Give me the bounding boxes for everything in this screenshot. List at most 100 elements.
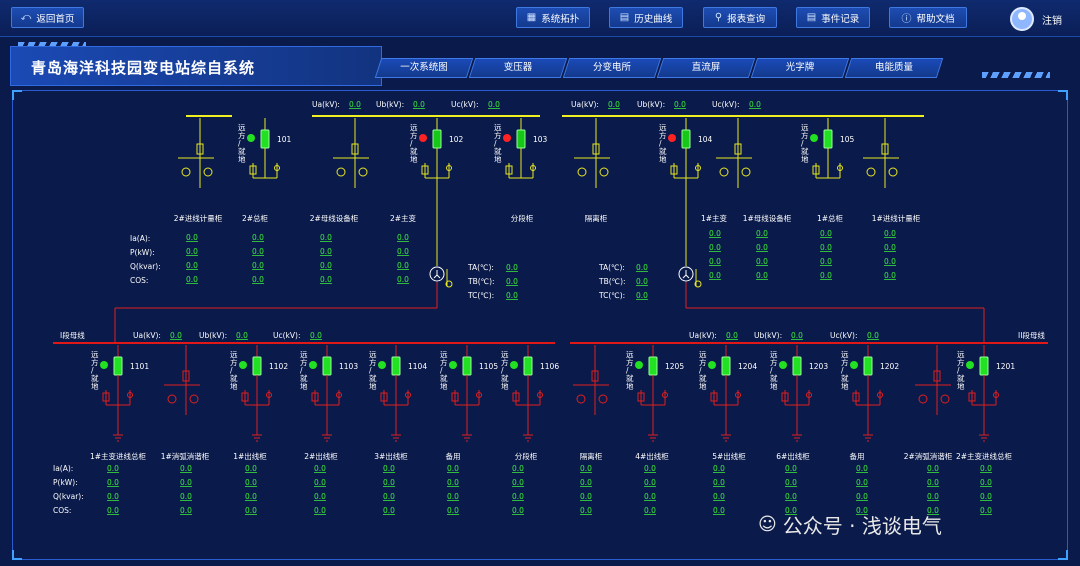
bay-103-remote-local-char: 远 bbox=[494, 123, 502, 132]
lower-bay-1104-remote-local-char: 地 bbox=[369, 381, 377, 391]
lower-bay-1101-remote-local-char: 方 bbox=[91, 357, 99, 367]
voltage-label: Ua(kV): bbox=[571, 100, 599, 109]
upper-meas-value: 0.0 bbox=[186, 247, 198, 256]
lower-meas-value: 0.0 bbox=[180, 464, 192, 473]
bay-101-status-dot bbox=[247, 134, 255, 142]
lower-cabinet-label: 5#出线柜 bbox=[712, 451, 746, 461]
lower-meas-label: Ia(A): bbox=[53, 464, 73, 473]
lower-meas-value: 0.0 bbox=[785, 464, 797, 473]
lower-bay-1104-remote-local-char: / bbox=[369, 366, 372, 375]
voltage-label: Uc(kV): bbox=[712, 100, 739, 109]
lower-meas-value: 0.0 bbox=[644, 492, 656, 501]
event-log-button[interactable]: ▤ 事件记录 bbox=[796, 7, 870, 28]
lower-bay-1102-remote-local-char: 方 bbox=[230, 357, 238, 367]
xfmr2-temp-label: TC(℃): bbox=[467, 291, 494, 300]
aux-1-arc-suppression-pt bbox=[167, 394, 177, 404]
voltage-value: 0.0 bbox=[488, 100, 500, 109]
aux-isolation-fuse bbox=[592, 143, 600, 155]
transformer-2-y3 bbox=[436, 274, 441, 279]
lower-bay-1102-breaker bbox=[252, 356, 262, 376]
upper-meas-value: 0.0 bbox=[320, 247, 332, 256]
bus-left-label: I段母线 bbox=[60, 330, 85, 340]
lower-meas-value: 0.0 bbox=[580, 478, 592, 487]
help-doc-button[interactable]: ⓘ 帮助文档 bbox=[889, 7, 967, 28]
lower-bay-1106-remote-local-char: 就 bbox=[501, 373, 509, 383]
lower-bay-1204-status-dot bbox=[708, 361, 716, 369]
lower-bay-1106-remote-local-char: / bbox=[501, 366, 504, 375]
system-topology-button[interactable]: ▦ 系统拓扑 bbox=[516, 7, 590, 28]
lower-bay-1102-earth bbox=[266, 392, 272, 398]
feeder-earth-1204 bbox=[721, 434, 731, 442]
aux-2-metering-pt bbox=[181, 167, 191, 177]
lower-meas-value: 0.0 bbox=[927, 478, 939, 487]
lower-bay-1205-remote-local-char: 地 bbox=[626, 381, 634, 391]
aux-2-bus-pt-pt bbox=[336, 167, 346, 177]
xfmr1-temp-value: 0.0 bbox=[636, 277, 648, 286]
lower-bay-1105-remote-local-char: 就 bbox=[440, 373, 448, 383]
page-title: 青岛海洋科技园变电站综自系统 bbox=[31, 59, 256, 77]
bay-103-remote-local-char: 方 bbox=[494, 130, 502, 140]
lower-bay-1201-breaker bbox=[979, 356, 989, 376]
voltage-value: 0.0 bbox=[413, 100, 425, 109]
logout-link[interactable]: 注销 bbox=[1042, 15, 1062, 27]
lower-bay-1204-ct-box bbox=[710, 392, 718, 402]
lower-bay-1103-remote-local-char: 远 bbox=[300, 350, 308, 359]
bay-102-ct-box bbox=[421, 165, 429, 175]
lower-bay-1101-id: 1101 bbox=[130, 362, 149, 371]
upper-meas-value: 0.0 bbox=[320, 233, 332, 242]
lower-bay-1202-remote-local-char: 方 bbox=[841, 357, 849, 367]
lower-bay-1102-remote-local-char: / bbox=[230, 366, 233, 375]
lower-bay-1201-remote-local-char: 远 bbox=[957, 350, 965, 359]
history-curve-button[interactable]: ▤ 历史曲线 bbox=[609, 7, 683, 28]
lower-bay-1203-remote-local-char: 方 bbox=[770, 357, 778, 367]
lower-bay-1205-id: 1205 bbox=[665, 362, 684, 371]
upper-cabinet-label: 分段柜 bbox=[511, 213, 534, 223]
bay-101-breaker bbox=[260, 129, 270, 149]
lower-meas-value: 0.0 bbox=[785, 492, 797, 501]
lower-meas-value: 0.0 bbox=[927, 506, 939, 515]
lower-meas-value: 0.0 bbox=[980, 506, 992, 515]
lower-bay-1201-remote-local-char: 地 bbox=[957, 381, 965, 391]
lower-bay-1204-id: 1204 bbox=[738, 362, 757, 371]
lower-bay-1205-breaker bbox=[648, 356, 658, 376]
upper-meas-value: 0.0 bbox=[820, 243, 832, 252]
lower-bay-1201-ct-box bbox=[968, 392, 976, 402]
transformer-2-y2 bbox=[433, 274, 438, 279]
bay-102-breaker bbox=[432, 129, 442, 149]
lower-bay-1201-remote-local-char: / bbox=[957, 366, 960, 375]
upper-meas-value: 0.0 bbox=[397, 275, 409, 284]
lower-bay-1204-remote-local-char: 就 bbox=[699, 373, 707, 383]
bay-105-remote-local-char: 地 bbox=[801, 154, 809, 164]
lower-meas-value: 0.0 bbox=[383, 478, 395, 487]
upper-meas-value: 0.0 bbox=[884, 243, 896, 252]
bay-101-earth bbox=[274, 165, 280, 171]
feeder-earth-1103 bbox=[322, 434, 332, 442]
xfmr1-temp-value: 0.0 bbox=[636, 291, 648, 300]
lower-cabinet-label: 6#出线柜 bbox=[776, 451, 810, 461]
lower-bay-1203-status-dot bbox=[779, 361, 787, 369]
upper-cabinet-label: 1#总柜 bbox=[817, 213, 844, 223]
bay-103-remote-local-char: / bbox=[494, 139, 497, 148]
report-query-button[interactable]: ⚲ 报表查询 bbox=[703, 7, 777, 28]
upper-meas-value: 0.0 bbox=[709, 243, 721, 252]
lower-bay-1104-remote-local-char: 就 bbox=[369, 373, 377, 383]
upper-meas-value: 0.0 bbox=[397, 261, 409, 270]
document-icon: ▤ bbox=[806, 12, 817, 23]
help-icon: ⓘ bbox=[901, 14, 912, 25]
lower-meas-value: 0.0 bbox=[713, 464, 725, 473]
lower-bay-1101-status-dot bbox=[100, 361, 108, 369]
user-area[interactable]: 注销 bbox=[1010, 7, 1062, 31]
lower-meas-value: 0.0 bbox=[107, 464, 119, 473]
lower-bay-1202-breaker bbox=[863, 356, 873, 376]
back-home-button[interactable]: ⤺ 返回首页 bbox=[11, 7, 84, 28]
lower-meas-value: 0.0 bbox=[980, 478, 992, 487]
xfmr2-temp-label: TB(℃): bbox=[467, 277, 495, 286]
aux-2-arc-suppression-fuse bbox=[933, 370, 941, 382]
voltage-label: Ub(kV): bbox=[754, 331, 782, 340]
lower-bay-1201-id: 1201 bbox=[996, 362, 1015, 371]
voltage-label: Uc(kV): bbox=[830, 331, 857, 340]
voltage-value: 0.0 bbox=[349, 100, 361, 109]
bay-102-remote-local-char: 远 bbox=[410, 123, 418, 132]
aux-lower-isolation-pt2 bbox=[598, 394, 608, 404]
lower-meas-value: 0.0 bbox=[512, 478, 524, 487]
